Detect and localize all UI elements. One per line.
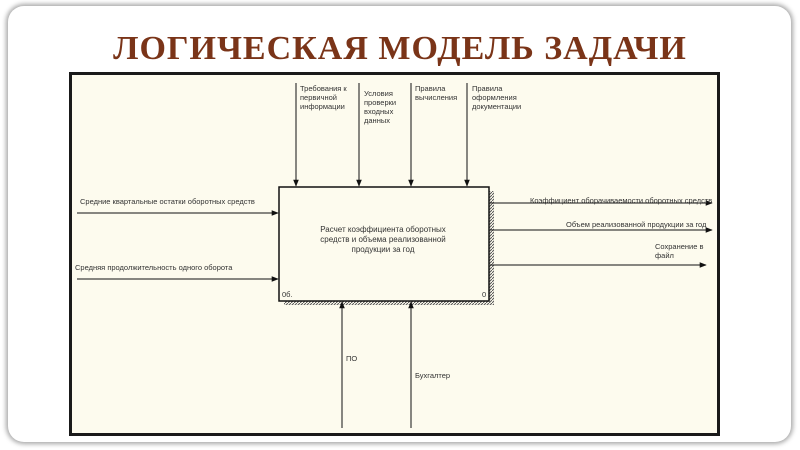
input-label: Средние квартальные остатки оборотных ср… xyxy=(80,197,255,206)
input-label: Средняя продолжительность одного оборота xyxy=(75,263,233,272)
output-label: Сохранение в файл xyxy=(655,242,704,260)
output-label: Объем реализованной продукции за год xyxy=(566,220,707,229)
mechanism-label: ПО xyxy=(346,354,358,363)
process-node-number: 0 xyxy=(482,290,487,299)
control-label: Правила вычисления xyxy=(415,84,458,102)
control-label: Требования к первичной информации xyxy=(300,84,347,111)
process-node-id: 0б. xyxy=(282,290,293,299)
slide-title: ЛОГИЧЕСКАЯ МОДЕЛЬ ЗАДАЧИ xyxy=(113,30,687,67)
control-label: Правила оформления документации xyxy=(472,84,522,111)
process-label: Расчет коэффициента оборотных средств и … xyxy=(320,225,446,254)
output-label: Коэффициент оборачиваемости оборотных ср… xyxy=(530,196,713,205)
diagram-frame xyxy=(69,72,720,436)
process-box xyxy=(278,186,490,302)
control-label: Условия проверки входных данных xyxy=(364,89,397,125)
mechanism-label: Бухгалтер xyxy=(415,371,451,380)
